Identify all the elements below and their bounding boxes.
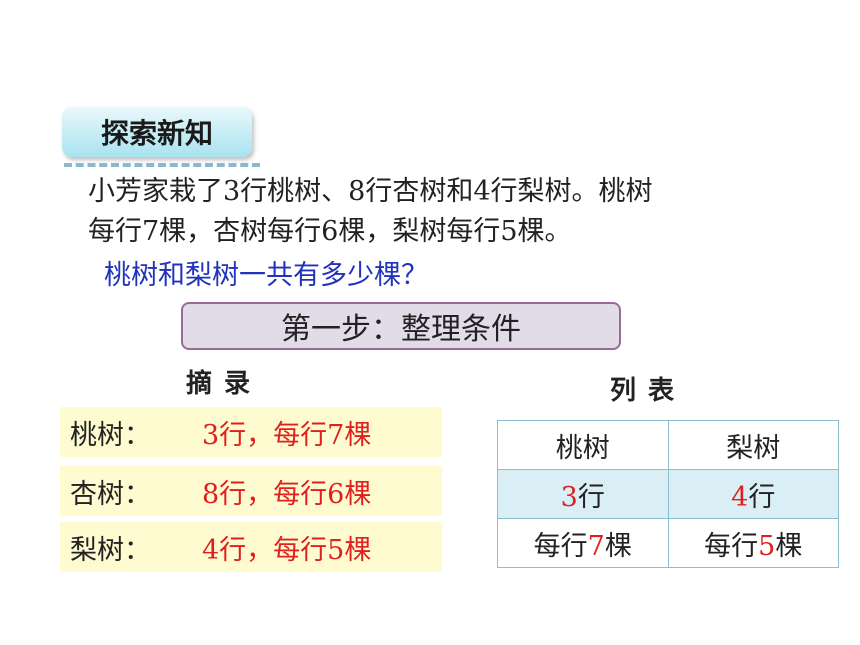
- excerpt-heading: 摘录: [186, 369, 263, 399]
- summary-table: 桃树 梨树 3行 4行 每行7棵 每行5棵: [497, 420, 839, 568]
- note-value: 8行，每行6棵: [202, 478, 372, 510]
- step-banner: 第一步：整理条件: [181, 302, 621, 350]
- count-number: 3: [560, 481, 578, 513]
- section-badge: 探索新知: [62, 107, 252, 157]
- note-value: 3行，每行7棵: [202, 419, 372, 451]
- note-apricot: 杏树： 8行，每行6棵: [60, 466, 442, 516]
- table-cell: 4行: [667, 469, 839, 519]
- count-number: 4: [731, 481, 749, 513]
- table-cell: 3行: [497, 469, 669, 519]
- count-unit: 行: [748, 481, 776, 513]
- per-row-number: 5: [758, 530, 776, 562]
- note-value: 4行，每行5棵: [202, 534, 372, 566]
- per-row-unit: 棵: [775, 530, 803, 562]
- per-row-unit: 棵: [604, 530, 632, 562]
- dashed-divider: [64, 163, 260, 167]
- per-row-number: 7: [587, 530, 605, 562]
- table-cell: 每行5棵: [667, 518, 839, 568]
- table-cell: 每行7棵: [497, 518, 669, 568]
- per-row-prefix: 每行: [533, 530, 588, 562]
- table-heading: 列表: [610, 376, 687, 406]
- table-header-cell: 桃树: [497, 420, 669, 470]
- note-label: 杏树：: [70, 478, 151, 510]
- problem-text: 小芳家栽了3行桃树、8行杏树和4行梨树。桃树 每行7棵，杏树每行6棵，梨树每行5…: [88, 172, 808, 252]
- problem-line-1: 小芳家栽了3行桃树、8行杏树和4行梨树。桃树: [88, 176, 653, 207]
- note-label: 梨树：: [70, 534, 151, 566]
- note-pear: 梨树： 4行，每行5棵: [60, 522, 442, 572]
- problem-line-2: 每行7棵，杏树每行6棵，梨树每行5棵。: [88, 216, 572, 247]
- table-header-cell: 梨树: [667, 420, 839, 470]
- count-unit: 行: [577, 481, 605, 513]
- note-peach: 桃树： 3行，每行7棵: [60, 407, 442, 457]
- question-text: 桃树和梨树一共有多少棵？: [104, 260, 428, 291]
- note-label: 桃树：: [70, 419, 151, 451]
- per-row-prefix: 每行: [704, 530, 759, 562]
